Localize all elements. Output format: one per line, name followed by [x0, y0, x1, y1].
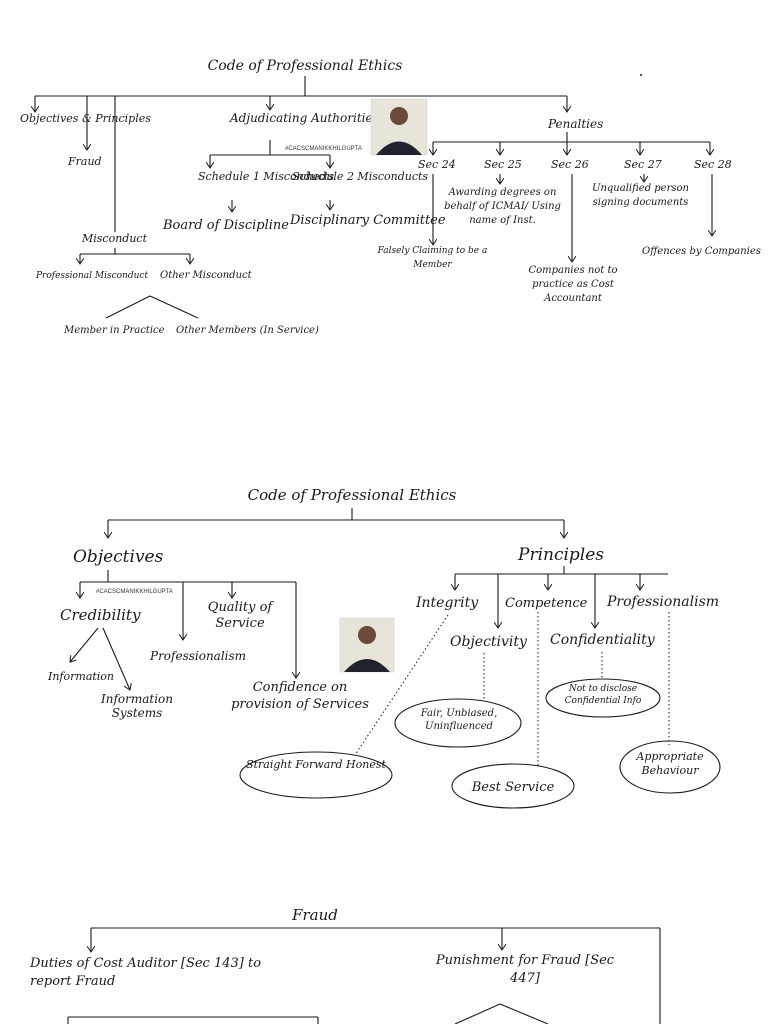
author-avatar: [370, 98, 428, 156]
s2-integrity-label: Integrity: [415, 595, 479, 611]
s2-professionalism-label: Professionalism: [606, 594, 719, 610]
s2-objectives-label: Objectives: [73, 547, 164, 567]
s1-member-practice-label: Member in Practice: [63, 325, 165, 336]
s2-competence-note-shape: [451, 763, 575, 809]
s2-confidentiality-label: Confidentiality: [550, 632, 656, 648]
s2-quality-label: Quality of Service: [207, 600, 273, 631]
s2-confidentiality-note: Not to disclose Confidential Info: [564, 684, 642, 706]
s2-watermark: #CACSCMANIKKHILGUPTA: [96, 589, 173, 595]
s1-section-sec28: Sec 28: [694, 158, 732, 171]
s1-schedule1-label: Schedule 1 Misconducts: [198, 170, 334, 183]
s1-section-sec26: Sec 26: [551, 158, 589, 171]
s2-objectivity-note-shape: [394, 698, 522, 748]
section-2-ethics: Code of Professional Ethics Objectives #…: [47, 486, 721, 809]
s1-section-sec25: Sec 25: [484, 158, 522, 171]
s1-penalties-label: Penalties: [547, 117, 603, 131]
s1-adjudicating-label: Adjudicating Authorities: [229, 111, 379, 125]
s1-sec25-desc: Awarding degrees on behalf of ICMAI/ Usi…: [444, 187, 561, 226]
s1-objectives-label: Objectives & Principles: [20, 112, 151, 125]
s1-other-members-label: Other Members (In Service): [176, 325, 319, 336]
s1-schedule2-label: Schedule 2 Misconducts: [292, 170, 428, 183]
s2-professionalism-note-shape: [619, 740, 721, 794]
s2-credibility-label: Credibility: [60, 606, 141, 624]
s1-section-sec24: Sec 24: [418, 158, 456, 171]
s2-principles-label: Principles: [517, 545, 604, 565]
s2-confidentiality-note-shape: [545, 678, 661, 718]
s2-objectivity-note: Fair, Unbiased, Uninfluenced: [420, 708, 498, 732]
s1-sec26-desc: Companies not to practice as Cost Accoun…: [528, 265, 618, 304]
s2-title: Code of Professional Ethics: [248, 486, 457, 504]
section-3-fraud: Fraud Duties of Cost Auditor [Sec 143] t…: [30, 906, 661, 1024]
author-avatar: [339, 617, 395, 673]
s2-professionalism-obj-label: Professionalism: [149, 649, 246, 663]
s1-sec24-desc: Falsely Claiming to be a Member: [377, 246, 488, 270]
s3-punishment-label: Punishment for Fraud [Sec 447]: [435, 953, 615, 986]
s2-information-label: Information: [47, 670, 114, 683]
s1-other-misconduct-label: Other Misconduct: [160, 270, 253, 281]
s2-confidence-label: Confidence on provision of Services: [231, 680, 369, 712]
s2-professionalism-note: Appropriate Behaviour: [636, 750, 704, 778]
s1-fraud-label: Fraud: [67, 155, 102, 168]
s3-title: Fraud: [291, 906, 338, 924]
s1-prof-misconduct-label: Professional Misconduct: [35, 271, 148, 281]
s2-integrity-note: Straight Forward Honest: [246, 758, 386, 771]
s1-watermark: #CACSCMANIKKHILGUPTA: [285, 146, 362, 152]
s2-competence-label: Competence: [505, 596, 588, 611]
s2-info-systems-label: Information Systems: [100, 692, 174, 721]
s2-competence-note: Best Service: [471, 780, 555, 795]
s1-sec27-desc: Unqualified person signing documents: [592, 183, 689, 208]
s1-sec28-desc: Offences by Companies: [642, 246, 761, 257]
s1-section-sec27: Sec 27: [624, 158, 662, 171]
s2-objectivity-label: Objectivity: [450, 634, 528, 650]
s3-duties-label: Duties of Cost Auditor [Sec 143] to repo…: [30, 956, 262, 989]
section-1-overview: Code of Professional Ethics Objectives &…: [20, 58, 761, 336]
s1-title: Code of Professional Ethics: [208, 58, 403, 74]
s1-committee-label: Disciplinary Committee: [289, 213, 446, 228]
s2-integrity-note-shape: [239, 751, 393, 799]
s1-misconduct-label: Misconduct: [81, 232, 148, 245]
s1-board-label: Board of Discipline: [162, 218, 289, 233]
